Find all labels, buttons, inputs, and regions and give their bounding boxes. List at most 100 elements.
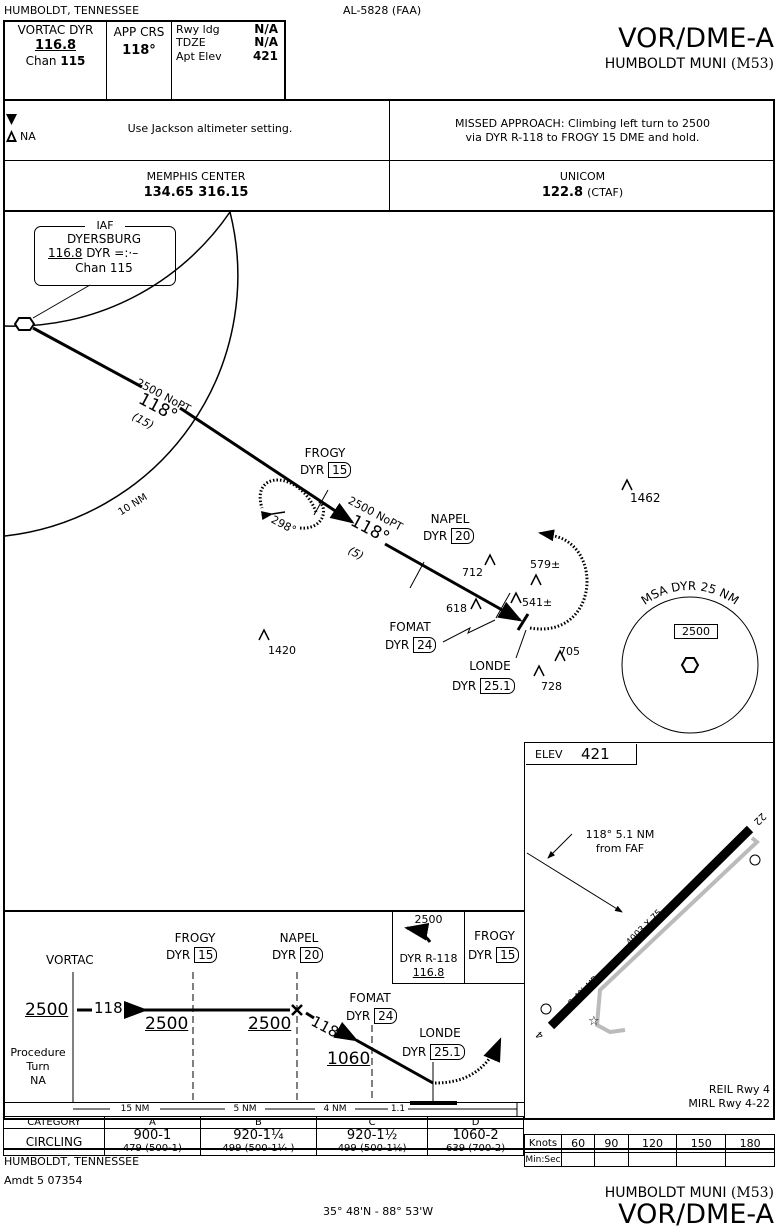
timing-table: Knots 60 90 120 150 180 Min:Sec — [524, 1134, 775, 1167]
airport-id: (M53) — [730, 56, 774, 72]
min-cat-d: 1060-2639 (700-2) — [427, 1128, 524, 1156]
beacon-icon: ☆ — [588, 1014, 600, 1029]
missed-icon-radial: DYR R-118 — [399, 952, 458, 965]
footer-airport-id: (M53) — [730, 1185, 774, 1201]
profile-napel-name: NAPEL — [279, 931, 319, 945]
msa-circle — [621, 596, 759, 734]
alternate-na: NA — [20, 130, 36, 143]
elev-label: ELEV — [535, 748, 563, 761]
obstacle-728: 728 — [541, 680, 562, 693]
minimums-header-b: B — [199, 1116, 318, 1129]
briefing-strip — [3, 20, 286, 101]
msa-label: MSA DYR 25 NM — [639, 579, 742, 608]
iaf-freq-line: 116.8 DYR =:·– — [48, 247, 138, 260]
minimums-header-c: C — [316, 1116, 429, 1129]
obstacle-541: 541± — [522, 596, 553, 609]
iaf-chan: Chan 115 — [75, 261, 133, 275]
circling-label: CIRCLING — [3, 1128, 105, 1156]
tdze-value: N/A — [254, 35, 278, 49]
min-cat-a: 900-1479 (500-1) — [104, 1128, 201, 1156]
nav-label: VORTAC DYR — [17, 23, 94, 37]
rwy-ldg-value: N/A — [254, 22, 278, 36]
route-segment-1 — [32, 326, 143, 389]
vgsi-icon-22 — [749, 854, 761, 866]
footer-location: HUMBOLDT, TENNESSEE — [4, 1155, 140, 1168]
runway-4-22 — [547, 825, 754, 1030]
takeoff-minimums-icon — [6, 114, 17, 142]
missed-icon-freq: 116.8 — [412, 966, 445, 979]
iaf-freq: 116.8 — [48, 246, 83, 260]
elev-value: 421 — [581, 745, 610, 763]
profile-alt-frogy: 2500 — [145, 1014, 189, 1034]
profile-napel-dme: DYR 20 — [272, 947, 324, 963]
dist-15nm: 15 NM — [110, 1104, 160, 1114]
missed-icon-dme: DYR 15 — [468, 947, 520, 963]
procedure-title: VOR/DME-A — [618, 23, 774, 54]
airport-diagram — [524, 742, 775, 1120]
profile-crs: 118° — [94, 999, 131, 1017]
dist-1-1: 1.1 — [388, 1104, 408, 1114]
profile-londe-dme: DYR 25.1 — [402, 1044, 465, 1060]
airport-name-line: HUMBOLDT MUNI (M53) — [605, 56, 774, 72]
center-name: MEMPHIS CENTER — [146, 170, 246, 183]
profile-alt-start: 2500 — [25, 1000, 69, 1020]
footer-procedure: VOR/DME-A — [618, 1199, 774, 1230]
route-segment-2 — [384, 542, 523, 622]
rwy-ldg-label: Rwy ldg — [176, 23, 220, 36]
elev-box — [526, 744, 637, 765]
min-cat-b: 920-1¼499 (500-1¼ ) — [199, 1128, 318, 1156]
missed-approach-track — [529, 533, 589, 631]
fix-londe-name: LONDE — [469, 659, 511, 673]
dist-4nm: 4 NM — [315, 1104, 355, 1114]
fix-fomat-dme: DYR 24 — [385, 637, 437, 653]
fix-frogy-dme: DYR 15 — [300, 462, 352, 478]
obstacle-1462: 1462 — [630, 491, 661, 505]
obstacle-618: 618 — [446, 602, 467, 615]
profile-frogy-name: FROGY — [174, 931, 216, 945]
pt-line3: NA — [30, 1074, 46, 1087]
profile-frogy-dme: DYR 15 — [166, 947, 218, 963]
pt-line1: Procedure — [10, 1046, 66, 1059]
taxiway — [594, 836, 761, 1035]
missed-icon-alt: 2500 — [414, 913, 443, 926]
profile-fomat-dme: DYR 24 — [346, 1008, 398, 1024]
iaf-name: DYERSBURG — [66, 232, 142, 246]
apt-elev-label: Apt Elev — [176, 50, 222, 63]
stepdown-x-icon — [291, 1004, 303, 1016]
minimums-table: CATEGORY A B C D CIRCLING 900-1479 (500-… — [3, 1116, 524, 1156]
minimums-header-d: D — [427, 1116, 524, 1129]
altimeter-note: Use Jackson altimeter setting. — [127, 122, 293, 135]
vgsi-icon-4 — [540, 1003, 552, 1015]
nav-chan: Chan 115 — [5, 55, 106, 68]
fix-frogy-name: FROGY — [304, 446, 346, 460]
obstacle-icons — [258, 478, 633, 677]
minimums-header-category: CATEGORY — [3, 1116, 105, 1129]
fix-fomat-name: FOMAT — [389, 620, 431, 634]
minimums-header-a: A — [104, 1116, 201, 1129]
profile-alt-napel: 2500 — [248, 1014, 292, 1034]
chart-id: AL-5828 (FAA) — [343, 4, 422, 17]
vortac-icon — [13, 317, 36, 331]
pt-line2: Turn — [26, 1060, 50, 1073]
minsec-label: Min:Sec — [524, 1152, 562, 1167]
svg-text:MSA DYR 25 NM: MSA DYR 25 NM — [639, 579, 742, 608]
obstacle-705: 705 — [559, 645, 580, 658]
unicom-freq-line: 122.8 (CTAF) — [390, 185, 775, 200]
fix-londe-dme: DYR 25.1 — [452, 678, 515, 694]
ten-nm-ring-arc — [4, 211, 239, 537]
holding-pattern — [258, 478, 318, 513]
missed-icon-fix: FROGY — [474, 929, 515, 943]
footer-airport: HUMBOLDT MUNI — [604, 1185, 727, 1201]
iaf-label: IAF — [85, 219, 125, 232]
fix-napel-dme: DYR 20 — [423, 528, 475, 544]
profile-alt-fomat: 1060 — [327, 1049, 371, 1069]
footer-airport-line: HUMBOLDT MUNI (M53) — [605, 1185, 774, 1201]
ten-nm-ring — [4, 211, 231, 327]
nav-freq: 116.8 — [34, 38, 77, 53]
min-cat-c: 920-1½499 (500-1½) — [316, 1128, 429, 1156]
center-freqs: 134.65 316.15 — [143, 185, 249, 200]
unicom-name: UNICOM — [559, 170, 606, 183]
unicom-ctaf: (CTAF) — [587, 186, 624, 199]
airport-name: HUMBOLDT MUNI — [604, 56, 727, 72]
